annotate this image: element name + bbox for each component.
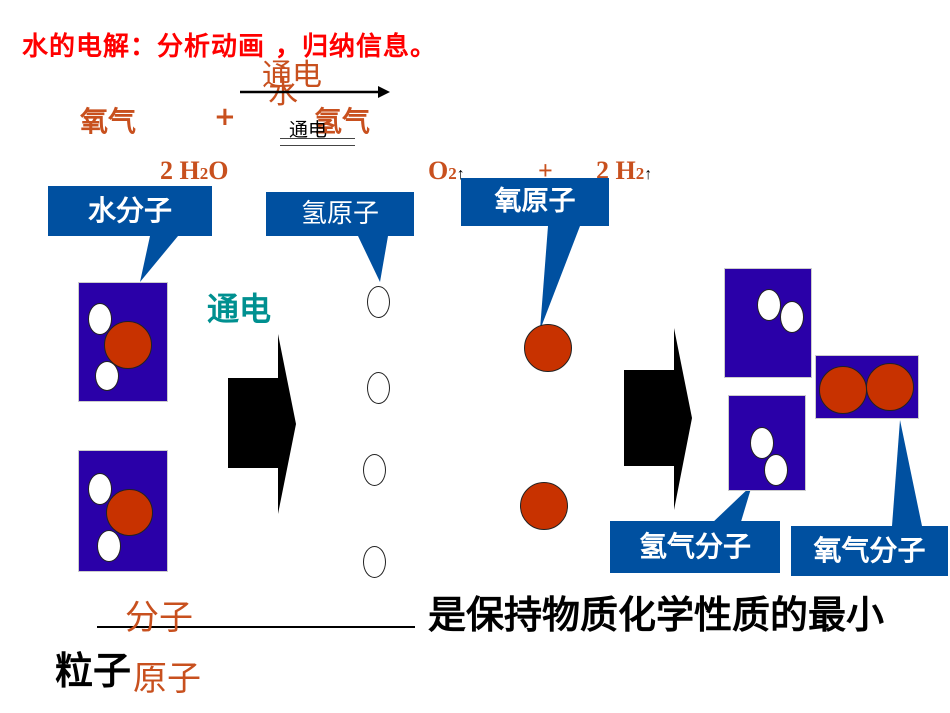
label-hydrogen-atom: 氢原子 <box>266 192 414 236</box>
pointer-water <box>140 236 178 282</box>
formula-plus: + <box>538 156 553 185</box>
formula-hydrogen: 2 H2↑ <box>596 156 653 185</box>
pointer-hydrogen-molecule <box>710 485 752 525</box>
oxygen-molecule-box <box>815 355 919 419</box>
water-1-hydrogen-atom-b <box>95 361 119 391</box>
process-arrow-2 <box>624 328 692 510</box>
answer-molecule: 分子 <box>125 598 193 638</box>
pointer-oxygen-atom <box>540 226 580 330</box>
h2-1-atom-a <box>757 289 781 321</box>
reaction-arrow <box>240 86 390 98</box>
product-hydrogen-gas: 氢气 <box>314 105 371 138</box>
hydrogen-atom-2 <box>367 372 390 404</box>
plus-sign: + <box>214 102 236 132</box>
pointer-oxygen-molecule <box>892 420 922 526</box>
oxygen-atom-2 <box>520 482 568 530</box>
process-arrow-1 <box>228 334 296 514</box>
label-water-molecule: 水分子 <box>48 186 212 236</box>
reaction-condition: 通电 <box>262 58 322 93</box>
water-2-oxygen-atom <box>106 489 153 536</box>
water-molecule-box-1 <box>78 282 168 402</box>
hydrogen-molecule-box-2 <box>728 395 806 491</box>
equation-line-2 <box>280 145 355 146</box>
water-2-hydrogen-atom-a <box>88 473 112 505</box>
label-hydrogen-molecule: 氢气分子 <box>610 521 780 573</box>
water-2-hydrogen-atom-b <box>97 530 121 562</box>
small-condition-label: 通电 <box>289 119 328 141</box>
label-oxygen-atom: 氧原子 <box>461 178 609 226</box>
o2-atom-b <box>866 363 914 411</box>
water-1-hydrogen-atom-a <box>88 303 112 335</box>
conclusion-text-line2: 粒子 <box>55 649 132 693</box>
pointer-hydrogen-atom <box>358 236 388 282</box>
oxygen-atom-1 <box>524 324 572 372</box>
h2-2-atom-a <box>750 427 774 459</box>
o2-atom-a <box>819 366 867 414</box>
formula-reactant: 2 H2O <box>160 156 229 185</box>
answer-atom: 原子 <box>133 659 201 699</box>
hydrogen-atom-1 <box>367 286 390 318</box>
slide-title: 水的电解：分析动画 ，归纳信息。 <box>22 32 438 62</box>
hydrogen-atom-3 <box>363 454 386 486</box>
conclusion-text-line1: 是保持物质化学性质的最小 <box>428 593 885 637</box>
h2-2-atom-b <box>764 454 788 486</box>
formula-oxygen: O2↑ <box>428 156 465 185</box>
hydrogen-molecule-box-1 <box>724 268 812 378</box>
h2-1-atom-b <box>780 301 804 333</box>
hydrogen-atom-4 <box>363 546 386 578</box>
blank-underline <box>97 626 415 628</box>
product-oxygen-gas: 氧气 <box>80 105 137 138</box>
equation-line-1 <box>280 138 355 139</box>
electrify-label: 通电 <box>207 290 272 328</box>
water-molecule-box-2 <box>78 450 168 572</box>
label-oxygen-molecule: 氧气分子 <box>791 526 948 576</box>
water-1-oxygen-atom <box>104 321 152 369</box>
reactant-water: 水 <box>268 76 298 111</box>
